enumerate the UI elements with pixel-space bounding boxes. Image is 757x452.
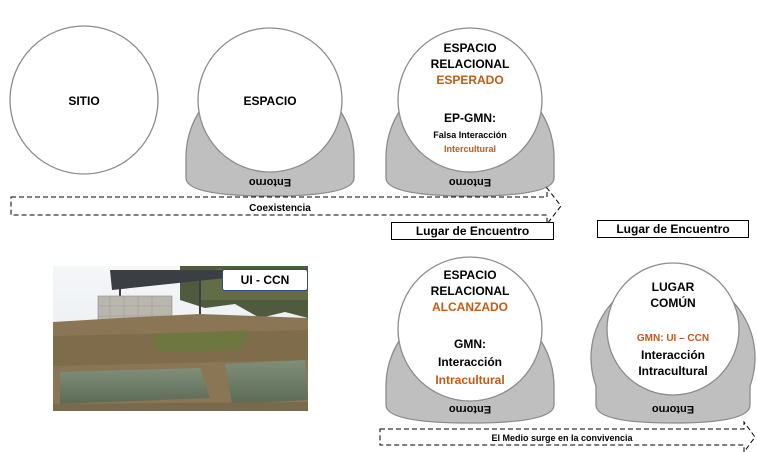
- esperado-line2: RELACIONAL: [431, 57, 510, 71]
- esperado-sub1: EP-GMN:: [444, 111, 496, 125]
- sitio-label: SITIO: [68, 94, 99, 108]
- coexistencia-label: Coexistencia: [249, 203, 311, 214]
- arrow-medio-convivencia: El Medio surge en la convivencia: [379, 420, 756, 452]
- esperado-line3: ESPERADO: [436, 73, 503, 87]
- alcanzado-line1: ESPACIO: [443, 268, 496, 282]
- alcanzado-sub2: Interacción: [438, 355, 502, 369]
- lugar-encuentro-box-1: Lugar de Encuentro: [391, 222, 554, 240]
- lugar-encuentro-box-2: Lugar de Encuentro: [597, 220, 749, 238]
- comun-entorno-label: Entorno: [652, 403, 694, 415]
- medio-label: El Medio surge en la convivencia: [491, 433, 633, 443]
- field-photo: [53, 266, 308, 411]
- alcanzado-entorno-label: Entorno: [449, 403, 491, 415]
- esperado-line1: ESPACIO: [443, 41, 496, 55]
- espacio-label: ESPACIO: [243, 94, 296, 108]
- node-espacio-esperado: ESPACIO RELACIONAL ESPERADO EP-GMN: Fals…: [385, 27, 555, 197]
- alcanzado-line2: RELACIONAL: [431, 284, 510, 298]
- node-espacio-alcanzado: ESPACIO RELACIONAL ALCANZADO GMN: Intera…: [385, 256, 555, 424]
- alcanzado-line3: ALCANZADO: [432, 300, 508, 314]
- comun-sub3: Intracultural: [638, 364, 707, 378]
- alcanzado-sub1: GMN:: [454, 337, 486, 351]
- node-espacio: ESPACIO Entorno: [185, 27, 355, 197]
- node-lugar-comun: LUGAR COMÚN GMN: UI – CCN Interacción In…: [590, 262, 756, 424]
- node-sitio: SITIO: [9, 25, 159, 175]
- esperado-sub3: Intercultural: [444, 144, 496, 154]
- alcanzado-sub3: Intracultural: [435, 373, 504, 387]
- esperado-entorno-label: Entorno: [449, 176, 491, 188]
- arrow-coexistencia: Coexistencia: [10, 186, 562, 226]
- comun-line2: COMÚN: [650, 295, 695, 310]
- comun-sub2: Interacción: [641, 348, 705, 362]
- comun-line1: LUGAR: [652, 280, 695, 294]
- espacio-entorno-label: Entorno: [249, 176, 291, 188]
- esperado-sub2: Falsa Interacción: [433, 130, 507, 140]
- comun-sub1: GMN: UI – CCN: [637, 333, 709, 344]
- photo-label: UI - CCN: [222, 269, 308, 291]
